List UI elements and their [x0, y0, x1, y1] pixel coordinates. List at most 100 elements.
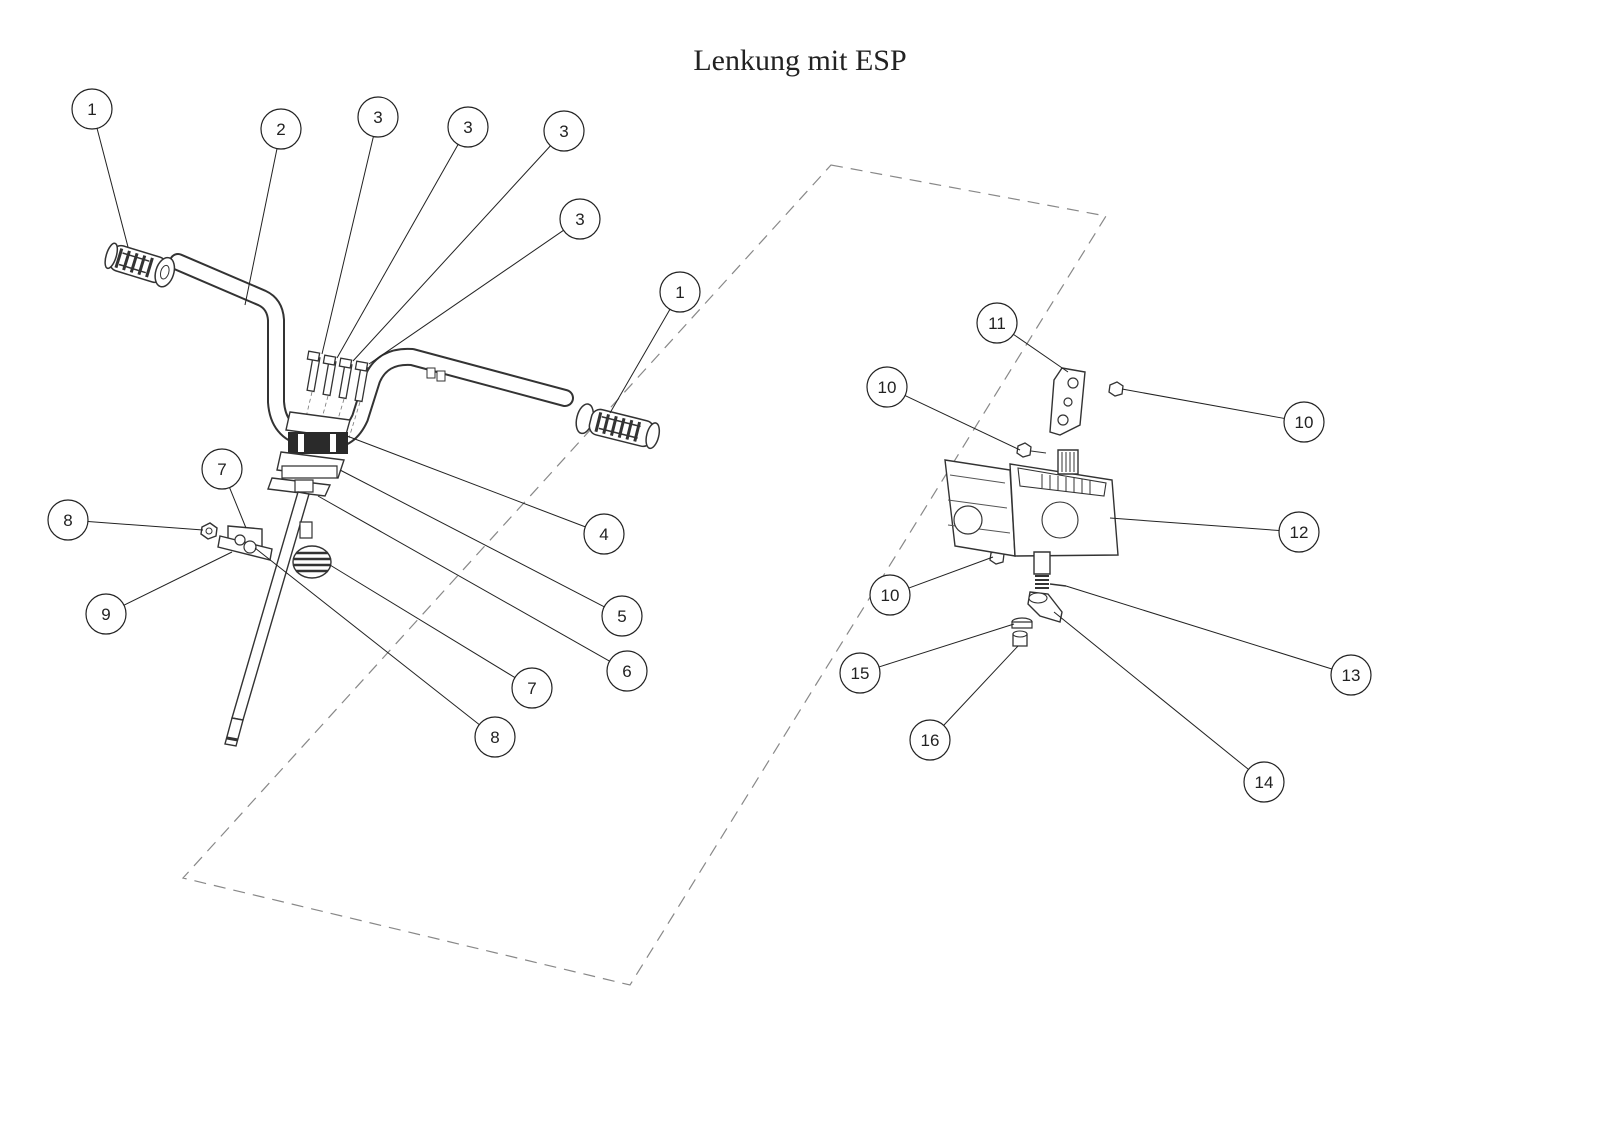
- leader-line: [336, 144, 459, 359]
- clamp-bolt: [307, 351, 320, 391]
- callout-bushing: 15: [839, 623, 1015, 694]
- callout-number: 13: [1342, 666, 1361, 685]
- callout-circle: [1243, 761, 1285, 803]
- callout-clamp-bolt: 3: [321, 96, 399, 355]
- callout-number: 5: [617, 607, 626, 626]
- bolt-10-upper-right: [1109, 382, 1123, 396]
- callout-nut: 8: [47, 499, 204, 541]
- callout-circle: [869, 574, 911, 616]
- callout-bracket: 7: [201, 448, 247, 529]
- callout-circle: [1283, 401, 1325, 443]
- leader-line: [904, 395, 1021, 451]
- callout-number: 7: [527, 679, 536, 698]
- esp-unit: [945, 450, 1118, 588]
- callout-clamp-bolt: 3: [336, 106, 489, 359]
- callout-shaft-coupling: 11: [976, 302, 1069, 373]
- callout-pin: 13: [1065, 585, 1372, 696]
- callout-cover: 7: [329, 564, 553, 709]
- callout-circle: [839, 652, 881, 694]
- callout-number: 3: [559, 122, 568, 141]
- callout-grip-right: 1: [609, 271, 701, 414]
- callout-number: 3: [575, 210, 584, 229]
- callout-number: 9: [101, 605, 110, 624]
- callout-number: 14: [1255, 773, 1274, 792]
- leader-line: [1053, 611, 1249, 770]
- callout-circle: [866, 366, 908, 408]
- leader-line: [254, 547, 480, 726]
- bushing: [1012, 618, 1032, 628]
- leader-line: [609, 309, 671, 414]
- callout-bolt: 10: [1121, 388, 1325, 443]
- callout-lower-bracket: 14: [1053, 611, 1285, 803]
- callout-number: 10: [878, 378, 897, 397]
- callout-number: 8: [63, 511, 72, 530]
- callout-number: 4: [599, 525, 608, 544]
- callout-circle: [583, 513, 625, 555]
- leader-line: [317, 495, 610, 662]
- callout-number: 10: [1295, 413, 1314, 432]
- callout-bolt: 8: [254, 547, 516, 758]
- lower-clamp: [277, 452, 344, 478]
- leader-line: [943, 645, 1019, 726]
- callout-circle: [559, 198, 601, 240]
- callout-bolt: 10: [866, 366, 1021, 451]
- bolt-10-upper-left: [1017, 443, 1046, 457]
- grip-right: [573, 402, 662, 451]
- callout-steering-plate: 6: [317, 495, 648, 692]
- steering-column: [225, 492, 312, 746]
- leader-line: [1109, 517, 1280, 532]
- callout-lower-clamp: 5: [339, 469, 643, 637]
- grip-left: [102, 240, 178, 289]
- leader-line: [123, 551, 233, 606]
- callout-bolt: 10: [869, 556, 994, 616]
- callout-number: 3: [373, 108, 382, 127]
- leader-line: [244, 148, 278, 306]
- leader-line: [352, 145, 551, 362]
- callout-circle: [909, 719, 951, 761]
- callout-circle: [71, 88, 113, 130]
- callout-circle: [85, 593, 127, 635]
- pin: [1050, 584, 1066, 586]
- callout-circle: [601, 595, 643, 637]
- callout-number: 1: [675, 283, 684, 302]
- callout-circle: [511, 667, 553, 709]
- leader-line: [346, 435, 586, 528]
- leader-line: [368, 229, 564, 365]
- leader-line: [96, 128, 129, 248]
- callout-esp-unit: 12: [1109, 511, 1320, 553]
- leader-line: [229, 487, 247, 529]
- callout-circle: [357, 96, 399, 138]
- nut: [201, 523, 217, 539]
- callout-circle: [447, 106, 489, 148]
- leader-line: [908, 556, 994, 589]
- callout-number: 15: [851, 664, 870, 683]
- callout-circle: [606, 650, 648, 692]
- clamp-bolt: [339, 358, 352, 398]
- assembly-frame: [181, 164, 1107, 986]
- callout-circle: [543, 110, 585, 152]
- callout-circle: [474, 716, 516, 758]
- callout-circle: [1330, 654, 1372, 696]
- callout-circle: [260, 108, 302, 150]
- callout-upper-clamp: 4: [346, 435, 625, 555]
- shaft-coupling: [1050, 368, 1085, 435]
- clamp-bolt: [323, 355, 336, 395]
- callout-number: 11: [988, 314, 1006, 333]
- callout-sleeve: 16: [909, 645, 1019, 761]
- handlebar: [178, 262, 565, 440]
- leader-line: [1121, 388, 1285, 419]
- callout-number: 10: [881, 586, 900, 605]
- leader-line: [339, 469, 605, 608]
- callout-number: 12: [1290, 523, 1309, 542]
- steering-plate: [268, 478, 330, 496]
- sleeve: [1013, 631, 1027, 646]
- callout-number: 2: [276, 120, 285, 139]
- callout-circle: [201, 448, 243, 490]
- leader-line: [321, 136, 374, 355]
- callout-circle: [976, 302, 1018, 344]
- callout-number: 3: [463, 118, 472, 137]
- callout-number: 7: [217, 460, 226, 479]
- leader-line: [1065, 585, 1333, 670]
